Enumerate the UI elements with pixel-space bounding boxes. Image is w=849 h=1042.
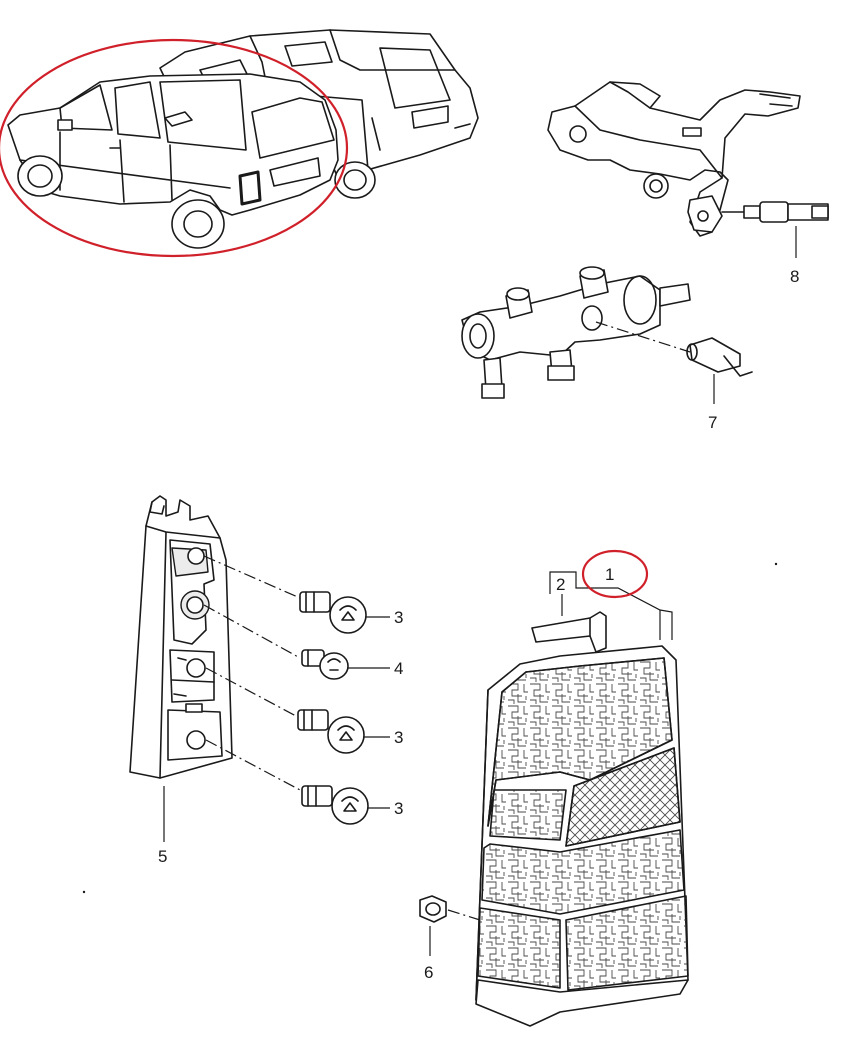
callout-1: 1 — [605, 565, 614, 584]
tail-light-lens-part-1 — [475, 645, 689, 1027]
highlight-ellipse-part-1 — [581, 549, 649, 599]
tail-light-location-marker — [238, 170, 262, 206]
callout-5: 5 — [158, 847, 167, 866]
callout-3-middle: 3 — [394, 728, 403, 747]
highlight-ellipse-vehicle — [0, 38, 349, 258]
bulb-part-3-middle — [297, 709, 365, 754]
nut-part-6: 6 — [419, 895, 481, 982]
callout-7: 7 — [708, 413, 717, 432]
callout-3-top: 3 — [394, 608, 403, 627]
callout-4: 4 — [394, 659, 403, 678]
callout-6: 6 — [424, 963, 433, 982]
vehicle-overview — [0, 29, 479, 258]
brake-master-cylinder: 7 — [461, 266, 753, 432]
callout-2: 2 — [556, 575, 565, 594]
stray-dot — [774, 562, 778, 566]
brake-pedal-bracket: 8 — [547, 81, 829, 286]
brake-pressure-switch-part-7 — [686, 337, 753, 377]
bulb-holder-part-5: 5 — [129, 495, 233, 866]
brake-light-switch-part-8 — [721, 201, 829, 223]
callout-8: 8 — [790, 267, 799, 286]
callout-3-bottom: 3 — [394, 799, 403, 818]
bulb-part-3-top — [299, 591, 367, 634]
clip-part-2: 2 — [531, 571, 673, 653]
bulbs-group: 3 4 3 3 — [203, 555, 403, 825]
bulb-part-3-bottom — [301, 785, 369, 825]
bulb-part-4 — [301, 649, 349, 680]
estate-car-illustration — [7, 73, 339, 249]
stray-dot — [82, 890, 86, 894]
